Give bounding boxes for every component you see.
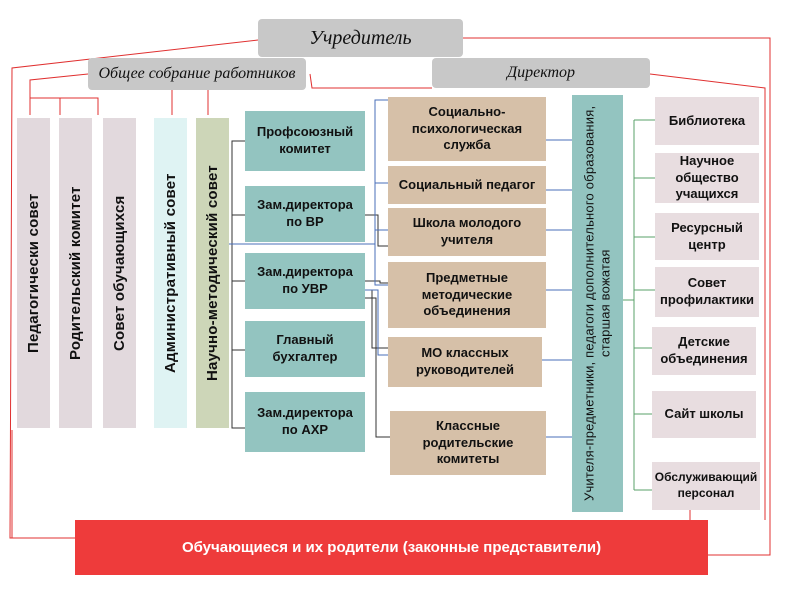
- right-box-resource-center[interactable]: Ресурсный центр: [655, 213, 759, 260]
- director-box[interactable]: Директор: [432, 58, 650, 88]
- middle-box-deputy-ahr[interactable]: Зам.директора по АХР: [245, 392, 365, 452]
- right-box-school-site[interactable]: Сайт школы: [652, 391, 756, 438]
- right-box-service-staff[interactable]: Обслуживающий персонал: [652, 462, 760, 510]
- right-box-children-associations[interactable]: Детские объединения: [652, 327, 756, 375]
- right-box-scientific-society[interactable]: Научное общество учащихся: [655, 153, 759, 203]
- center-box-subject-associations[interactable]: Предметные методические объединения: [388, 262, 546, 328]
- center-box-parent-committees[interactable]: Классные родительские комитеты: [390, 411, 546, 475]
- left-column-methodical-council[interactable]: Научно-методический совет: [196, 118, 229, 428]
- founder-box[interactable]: Учредитель: [258, 19, 463, 57]
- center-box-young-teacher-school[interactable]: Школа молодого учителя: [388, 208, 546, 256]
- center-box-class-teachers-mo[interactable]: МО классных руководителей: [388, 337, 542, 387]
- teachers-column[interactable]: Учителя-предметники, педагоги дополнител…: [572, 95, 623, 512]
- left-column-student-council[interactable]: Совет обучающихся: [103, 118, 136, 428]
- left-column-admin-council[interactable]: Административный совет: [154, 118, 187, 428]
- right-box-library[interactable]: Библиотека: [655, 97, 759, 145]
- left-column-pedsovet[interactable]: Педагогически совет: [17, 118, 50, 428]
- bottom-students-parents-bar[interactable]: Обучающиеся и их родители (законные пред…: [75, 520, 708, 575]
- center-box-social-teacher[interactable]: Социальный педагог: [388, 166, 546, 204]
- general-meeting-box[interactable]: Общее собрание работников: [88, 58, 306, 90]
- middle-box-union[interactable]: Профсоюзный комитет: [245, 111, 365, 171]
- middle-box-deputy-uvr[interactable]: Зам.директора по УВР: [245, 253, 365, 309]
- middle-box-accountant[interactable]: Главный бухгалтер: [245, 321, 365, 377]
- middle-box-deputy-vr[interactable]: Зам.директора по ВР: [245, 186, 365, 242]
- right-box-prevention-council[interactable]: Совет профилактики: [655, 267, 759, 317]
- left-column-parent-committee[interactable]: Родительский комитет: [59, 118, 92, 428]
- center-box-psych-service[interactable]: Социально-психологическая служба: [388, 97, 546, 161]
